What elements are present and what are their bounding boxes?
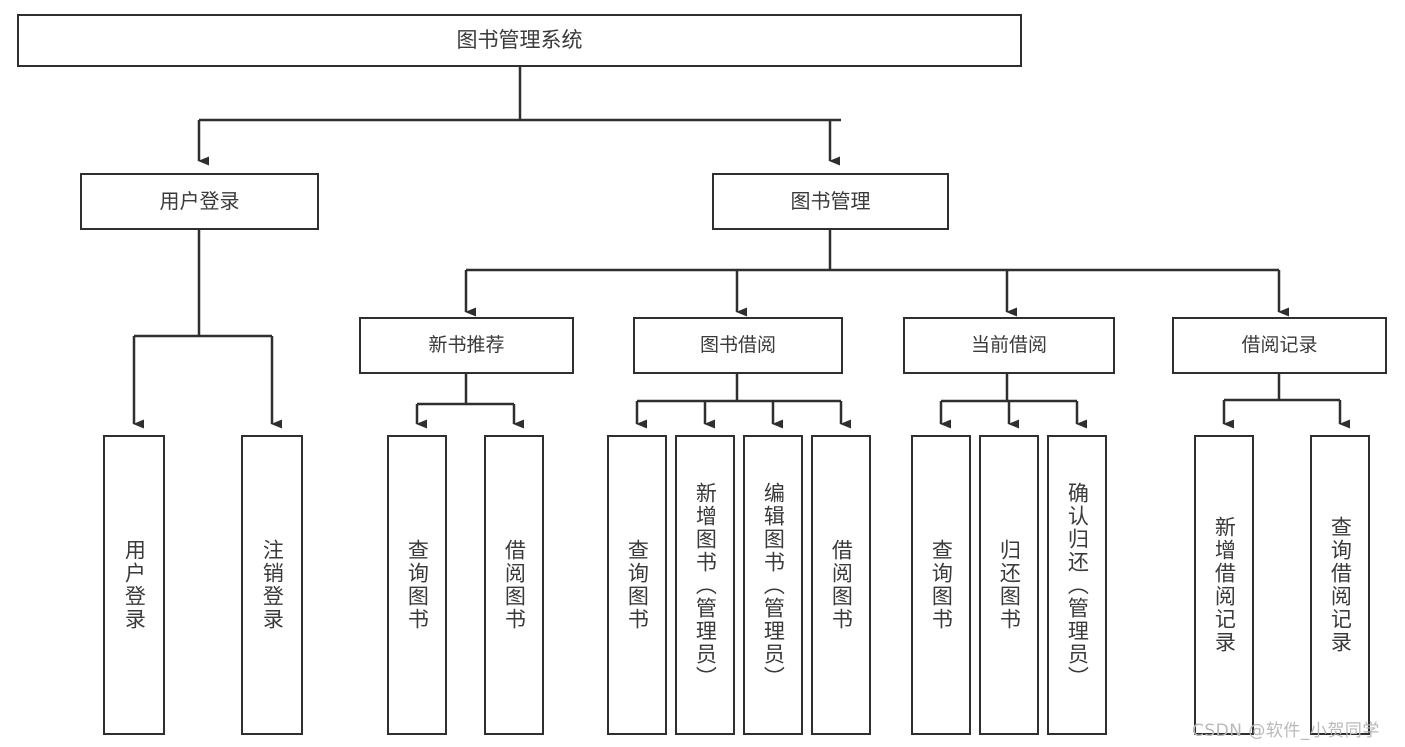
node-book-borrow[interactable]: 图书借阅 — [633, 317, 843, 374]
node-label: 新书推荐 — [428, 334, 505, 357]
node-label: 图书管理 — [790, 188, 871, 213]
node-leaf-query-book-recommend[interactable]: 查询图书 — [387, 435, 447, 735]
node-borrow-record[interactable]: 借阅记录 — [1172, 317, 1387, 374]
node-leaf-add-book[interactable]: 新增图书（管理员） — [675, 435, 735, 735]
node-label: 查询借阅记录 — [1328, 516, 1353, 654]
node-leaf-borrow-book[interactable]: 借阅图书 — [811, 435, 871, 735]
node-label: 查询图书 — [625, 539, 650, 631]
node-book-management[interactable]: 图书管理 — [712, 173, 949, 230]
node-current-borrow[interactable]: 当前借阅 — [903, 317, 1115, 374]
node-label: 当前借阅 — [970, 334, 1047, 357]
node-leaf-user-login[interactable]: 用户登录 — [103, 435, 165, 735]
node-leaf-logout-login[interactable]: 注销登录 — [241, 435, 303, 735]
node-leaf-query-book-current[interactable]: 查询图书 — [911, 435, 971, 735]
node-label: 借阅记录 — [1241, 334, 1318, 357]
node-leaf-query-book-borrow[interactable]: 查询图书 — [607, 435, 667, 735]
node-label: 用户登录 — [122, 539, 147, 631]
node-label: 查询图书 — [405, 539, 430, 631]
node-label: 新增借阅记录 — [1212, 516, 1237, 654]
node-label: 用户登录 — [159, 188, 240, 213]
node-label: 借阅图书 — [829, 539, 854, 631]
node-label: 图书管理系统 — [456, 28, 583, 53]
node-label: 图书借阅 — [699, 334, 776, 357]
node-leaf-edit-book[interactable]: 编辑图书（管理员） — [743, 435, 803, 735]
node-leaf-return-book[interactable]: 归还图书 — [979, 435, 1039, 735]
node-label: 归还图书 — [997, 539, 1022, 631]
node-label: 查询图书 — [929, 539, 954, 631]
node-label: 注销登录 — [260, 539, 285, 631]
node-root-book-management-system[interactable]: 图书管理系统 — [17, 14, 1022, 67]
node-new-book-recommend[interactable]: 新书推荐 — [359, 317, 574, 374]
node-label: 借阅图书 — [502, 539, 527, 631]
node-leaf-borrow-book-recommend[interactable]: 借阅图书 — [484, 435, 544, 735]
csdn-watermark: CSDN @软件_小贺同学 — [1192, 721, 1380, 741]
node-label: 编辑图书（管理员） — [761, 481, 786, 689]
node-label: 新增图书（管理员） — [693, 481, 718, 689]
node-leaf-add-borrow-record[interactable]: 新增借阅记录 — [1194, 435, 1254, 735]
node-leaf-confirm-return[interactable]: 确认归还（管理员） — [1047, 435, 1107, 735]
node-user-login[interactable]: 用户登录 — [80, 173, 319, 230]
node-leaf-query-borrow-record[interactable]: 查询借阅记录 — [1310, 435, 1370, 735]
node-label: 确认归还（管理员） — [1065, 481, 1090, 689]
